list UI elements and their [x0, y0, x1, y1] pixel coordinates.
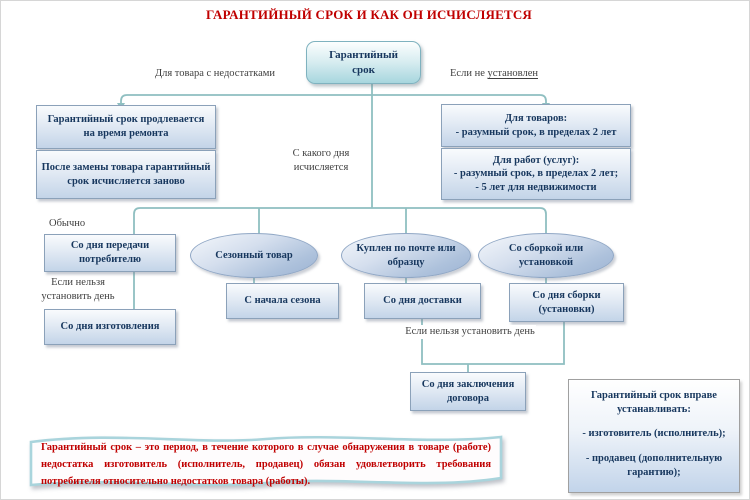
- definition-wave-border: [29, 435, 503, 487]
- warranty-definition-text: Гарантийный срок – это период, в течение…: [41, 442, 491, 487]
- node-from-season-start: С начала сезона: [226, 283, 339, 319]
- node-from-delivery-day: Со дня доставки: [364, 283, 481, 319]
- node-warranty-period-label: Гарантийный срок: [329, 48, 398, 76]
- label-not-set: Если не установлен: [429, 67, 559, 81]
- node-who-sets-warranty: Гарантийный срок вправе устанавливать: -…: [568, 379, 740, 493]
- node-for-goods-item: - разумный срок, в пределах 2 лет: [455, 126, 617, 138]
- node-from-manufacture-day: Со дня изготовления: [44, 309, 176, 345]
- node-seasonal-goods: Сезонный товар: [190, 233, 318, 278]
- node-for-goods: Для товаров: - разумный срок, в пределах…: [441, 104, 631, 147]
- node-from-assembly-day: Со дня сборки (установки): [509, 283, 624, 322]
- connector-top-branch: [120, 94, 547, 104]
- node-for-works-item-1: - разумный срок, в пределах 2 лет;: [453, 168, 619, 180]
- page-title: ГАРАНТИЙНЫЙ СРОК И КАК ОН ИСЧИСЛЯЕТСЯ: [205, 7, 532, 22]
- label-not-set-underlined: установлен: [487, 68, 538, 79]
- label-cannot-set-day-left: Если нельзя установить день: [41, 277, 115, 303]
- node-for-works: Для работ (услуг): - разумный срок, в пр…: [441, 148, 631, 200]
- node-recalculated-after-replacement: После замены товара гарантийный срок исч…: [36, 150, 216, 199]
- who-sets-item-manufacturer: - изготовитель (исполнитель);: [582, 428, 726, 440]
- node-for-works-title: Для работ (услуг):: [492, 154, 580, 166]
- node-from-contract-day: Со дня заключения договора: [410, 372, 526, 411]
- who-sets-item-seller: - продавец (дополнительную гарантию);: [585, 452, 723, 478]
- node-warranty-period: Гарантийный срок: [306, 41, 421, 84]
- label-cannot-set-day-bottom: Если нельзя установить день: [404, 325, 536, 340]
- label-not-set-prefix: Если не: [450, 68, 488, 79]
- node-for-works-item-2: - 5 лет для недвижимости: [475, 181, 597, 193]
- node-for-goods-title: Для товаров:: [504, 112, 568, 124]
- definition-wave-shape: [29, 435, 503, 487]
- node-with-assembly: Со сборкой или установкой: [478, 233, 614, 278]
- label-defective-goods: Для товара с недостатками: [154, 68, 276, 79]
- label-usually: Обычно: [49, 218, 86, 229]
- node-bought-by-mail: Куплен по почте или образцу: [341, 233, 471, 278]
- who-sets-title: Гарантийный срок вправе устанавливать:: [591, 390, 717, 416]
- node-extended-during-repair: Гарантийный срок продлевается на время р…: [36, 105, 216, 149]
- label-from-which-day: С какого дня исчисляется: [292, 148, 350, 174]
- node-from-transfer-day: Со дня передачи потребителю: [44, 234, 176, 272]
